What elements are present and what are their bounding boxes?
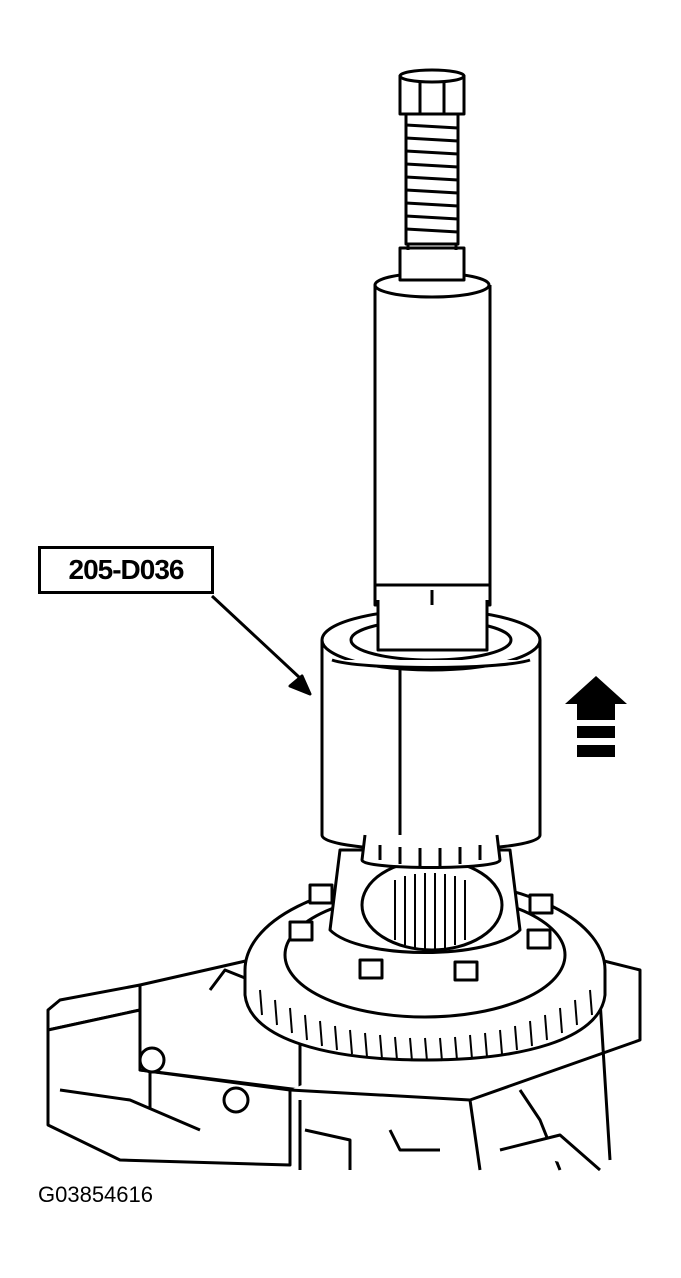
hex-bolt-head xyxy=(398,68,466,116)
label-leader-arrow xyxy=(210,594,312,696)
shaft-collar xyxy=(398,240,466,282)
puller-jaws xyxy=(360,834,502,869)
ring-gear-bolts xyxy=(288,883,554,982)
tool-number-label: 205-D036 xyxy=(38,546,214,594)
figure-id: G03854616 xyxy=(38,1182,153,1207)
puller-shaft xyxy=(373,271,492,652)
differential-case xyxy=(328,848,522,954)
forcing-screw xyxy=(404,110,460,246)
up-arrow-icon xyxy=(565,676,627,757)
